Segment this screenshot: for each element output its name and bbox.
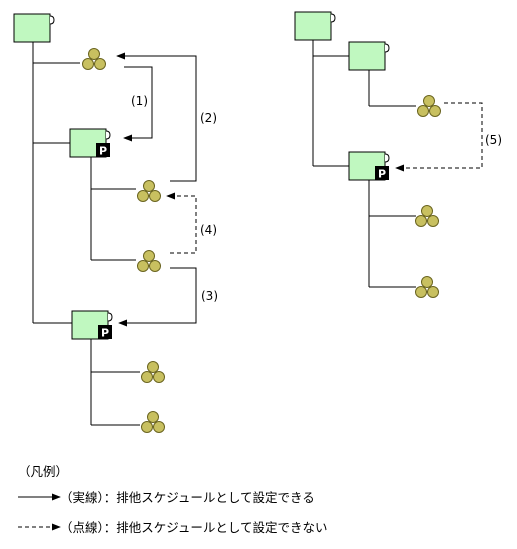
job-left-3 — [137, 250, 161, 272]
folder-right-root — [294, 11, 336, 41]
arrow-4-dashed — [166, 192, 197, 254]
label-5: (5) — [485, 133, 502, 147]
legend-dashed-text: （点線）：排他スケジュールとして設定できない — [60, 520, 328, 535]
arrow-1-solid — [123, 66, 153, 142]
arrow-3-solid — [118, 267, 197, 327]
legend-solid-text: （実線）：排他スケジュールとして設定できる — [60, 490, 315, 505]
job-right-1 — [417, 95, 441, 117]
job-left-1 — [82, 48, 106, 70]
legend-title: （凡例） — [18, 464, 68, 479]
svg-text:P: P — [99, 145, 107, 158]
job-left-4 — [141, 361, 165, 383]
job-right-3 — [415, 276, 439, 298]
badge-p-right: P — [375, 166, 389, 181]
left-tree-lines — [32, 42, 140, 426]
svg-text:P: P — [101, 327, 109, 340]
label-3: (3) — [201, 289, 218, 303]
label-4: (4) — [200, 223, 217, 237]
badge-p-left-2: P — [98, 325, 112, 340]
job-left-5 — [141, 411, 165, 433]
right-tree-lines — [312, 40, 416, 288]
label-2: (2) — [200, 111, 217, 125]
svg-text:P: P — [378, 168, 386, 181]
label-1: (1) — [131, 94, 148, 108]
folder-left-root — [13, 13, 55, 43]
arrow-2-solid — [116, 52, 197, 182]
job-right-2 — [415, 205, 439, 227]
badge-p-left-1: P — [96, 143, 110, 158]
arrow-5-dashed — [395, 102, 483, 172]
folder-right-child — [348, 41, 390, 71]
job-left-2 — [137, 180, 161, 202]
